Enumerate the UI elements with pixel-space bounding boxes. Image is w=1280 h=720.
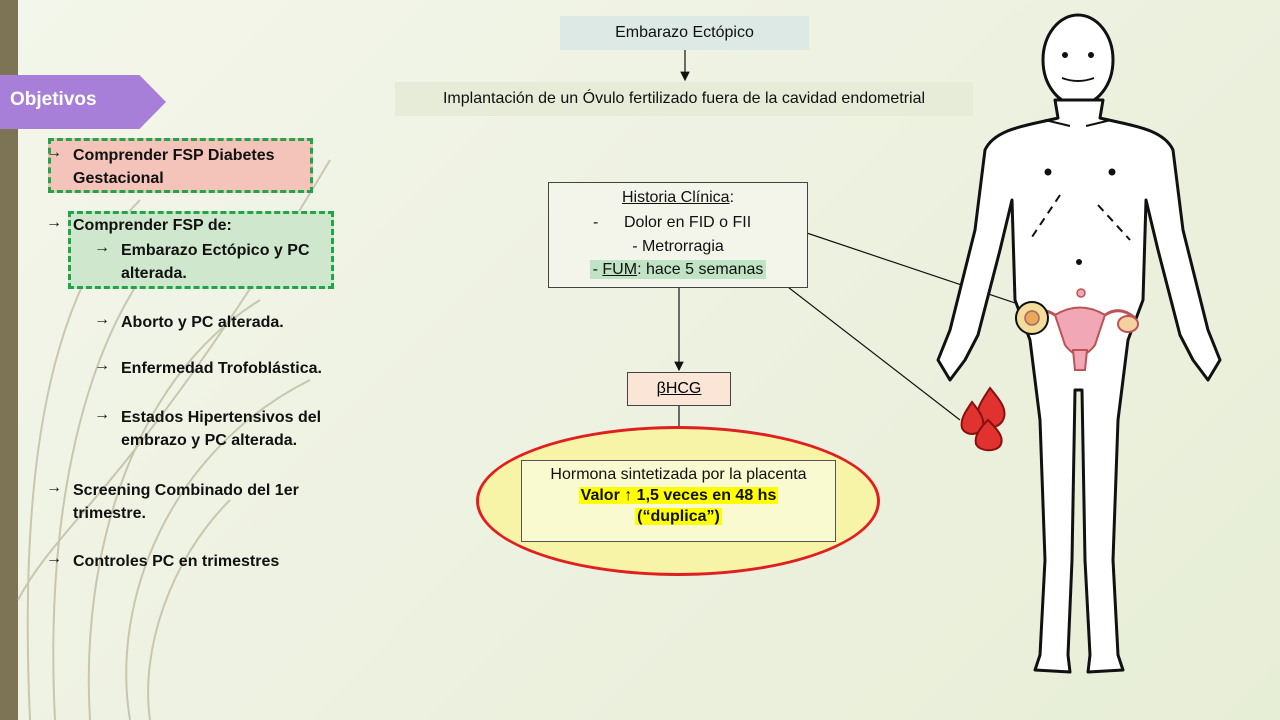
clinical-history-box: Historia Clínica: - Dolor en FID o FII - … [548,182,808,288]
arrow-icon: → [46,144,62,161]
highlight-box-diabetes [48,138,313,193]
body-outline [936,98,1222,674]
definition-box: Implantación de un Óvulo fertilizado fue… [395,82,973,116]
arrow-icon: → [46,550,62,567]
history-item-bleeding: - Metrorragia [632,238,724,255]
mouth [1061,77,1095,82]
arrow-icon: → [94,357,110,374]
objective-controls: Controles PC en trimestres [73,553,280,570]
objective-hypertensive: Estados Hipertensivos del embrazo y PC a… [121,409,322,449]
arrow-icon: → [46,479,62,496]
highlight-box-fsp [68,211,334,289]
bhcg-box: βHCG [627,372,731,406]
fum-highlight: - FUM: hace 5 semanas [589,260,767,279]
objective-diabetes: Comprender FSP Diabetes Gestacional [73,147,275,187]
history-heading: Historia Clínica: [549,189,807,207]
objective-screening: Screening Combinado del 1er trimestre. [73,482,299,522]
history-dash: - [593,214,599,231]
uterus-icon [1028,288,1139,371]
hormone-line1: Hormona sintetizada por la placenta [550,466,807,483]
objective-fsp: Comprender FSP de: [73,217,232,234]
left-accent-bar [0,0,18,720]
arrow-icon: → [94,406,110,423]
history-item-fum: - FUM: hace 5 semanas [549,260,807,279]
history-pain-text: Dolor en FID o FII [624,214,752,231]
fum-dash: - [592,261,603,278]
history-title: Historia Clínica [621,189,730,206]
arrow-icon: → [94,311,110,328]
hormone-box: Hormona sintetizada por la placenta Valo… [521,460,836,542]
blood-drop-icon [960,386,1006,452]
objective-abortion: Aborto y PC alterada. [121,314,284,331]
hormone-line3: (“duplica”) [635,508,722,525]
objective-trophoblastic: Enfermedad Trofoblástica. [121,360,322,377]
fum-label: FUM [602,261,638,278]
arrow-icon: → [46,214,62,231]
objectives-tab[interactable]: Objetivos [0,75,166,129]
objective-ectopic: Embarazo Ectópico y PC alterada. [121,242,310,282]
head-shape [1041,13,1115,107]
fum-rest: : hace 5 semanas [637,261,764,278]
abdominal-lines [1029,194,1131,241]
hormone-line2: Valor ↑ 1,5 veces en 48 hs [578,487,779,504]
arrow-icon: → [94,239,110,256]
diagram-title: Embarazo Ectópico [560,16,809,50]
collarbones [1044,119,1112,127]
history-colon: : [729,189,735,206]
ovary-highlight-icon [1015,301,1049,335]
